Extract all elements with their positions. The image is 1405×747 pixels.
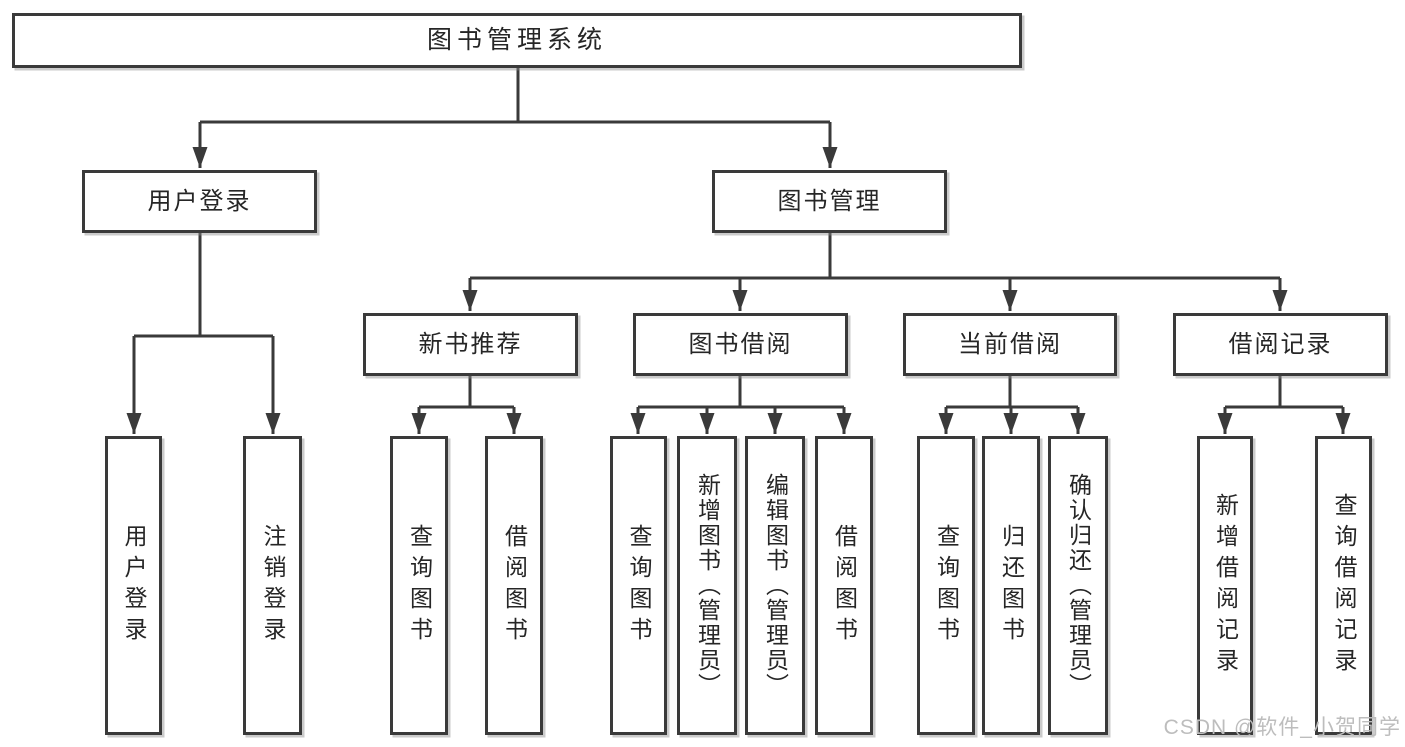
leaf-label: 新增图书（管理员）: [694, 473, 721, 698]
leaf-borrow-books: 借阅图书: [815, 436, 873, 735]
leaf-label: 查询图书: [933, 523, 960, 648]
leaf-label: 新增借阅记录: [1212, 492, 1239, 679]
leaf-logout: 注销登录: [243, 436, 302, 735]
node-label: 图书管理系统: [426, 26, 607, 54]
leaf-label: 查询图书: [626, 523, 652, 648]
leaf-query-books-borrow: 查询图书: [610, 436, 667, 735]
leaf-add-book-admin: 新增图书（管理员）: [677, 436, 737, 735]
node-label: 新书推荐: [418, 330, 523, 358]
leaf-label: 借阅图书: [831, 523, 858, 648]
node-book-management: 图书管理: [712, 170, 947, 233]
leaf-label: 查询借阅记录: [1331, 492, 1357, 679]
node-borrowing-records: 借阅记录: [1173, 313, 1388, 376]
leaf-borrow-books-recommend: 借阅图书: [485, 436, 543, 735]
leaf-label: 注销登录: [260, 523, 286, 648]
csdn-watermark: CSDN @软件_小贺同学: [1163, 716, 1401, 739]
node-label: 图书管理: [777, 187, 882, 215]
leaf-user-login: 用户登录: [105, 436, 162, 735]
leaf-label: 用户登录: [121, 523, 147, 648]
leaf-label: 归还图书: [998, 523, 1025, 648]
node-current-borrowing: 当前借阅: [903, 313, 1117, 376]
node-label: 借阅记录: [1228, 330, 1333, 358]
node-label: 图书借阅: [688, 330, 793, 358]
leaf-query-books-current: 查询图书: [917, 436, 975, 735]
leaf-label: 编辑图书（管理员）: [762, 473, 789, 698]
node-library-management-system: 图书管理系统: [12, 13, 1022, 68]
node-user-login-branch: 用户登录: [82, 170, 317, 233]
leaf-confirm-return-admin: 确认归还（管理员）: [1048, 436, 1108, 735]
leaf-label: 确认归还（管理员）: [1065, 473, 1092, 698]
leaf-edit-book-admin: 编辑图书（管理员）: [745, 436, 805, 735]
node-label: 当前借阅: [958, 330, 1062, 358]
node-book-borrowing: 图书借阅: [633, 313, 848, 376]
leaf-query-books-recommend: 查询图书: [390, 436, 448, 735]
leaf-add-borrow-record: 新增借阅记录: [1197, 436, 1253, 735]
node-new-book-recommendation: 新书推荐: [363, 313, 578, 376]
node-label: 用户登录: [147, 187, 252, 215]
leaf-query-borrow-record: 查询借阅记录: [1315, 436, 1372, 735]
leaf-label: 查询图书: [406, 523, 433, 648]
leaf-return-book: 归还图书: [982, 436, 1040, 735]
leaf-label: 借阅图书: [501, 523, 528, 648]
